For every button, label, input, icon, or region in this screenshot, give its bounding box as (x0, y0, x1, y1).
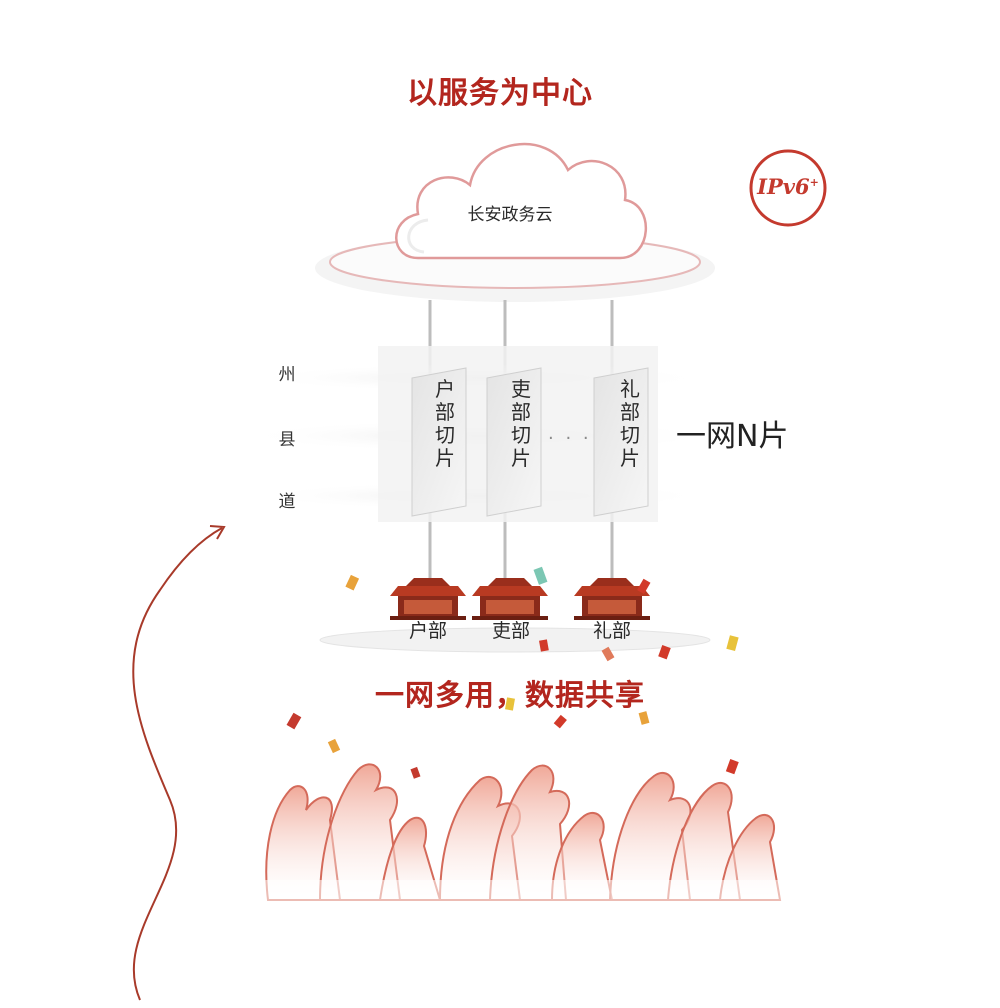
ipv6-badge-text: IPv6 (757, 174, 810, 199)
departments-platform (319, 627, 711, 653)
department-label-libu-personnel: 吏部 (491, 620, 530, 642)
slogan: 一网多用，数据共享 (374, 678, 645, 712)
ipv6-badge-plus: + (809, 176, 819, 189)
cloud-label: 长安政务云 (467, 205, 553, 225)
level-label-dao: 道 (278, 492, 296, 512)
level-label-zhou: 州 (278, 365, 296, 385)
one-net-n-slices-label: 一网N片 (676, 419, 789, 454)
level-label-xian: 县 (278, 430, 296, 450)
slice-label-libu-rites: 礼部切片 (620, 377, 640, 470)
slice-label-libu-personnel: 吏部切片 (511, 377, 531, 470)
confetti (286, 566, 739, 779)
department-label-libu-rites: 礼部 (592, 620, 631, 642)
ipv6-badge-icon (749, 149, 827, 227)
slices-ellipsis: · · · (548, 428, 592, 449)
slice-panels (411, 367, 649, 517)
page-title: 以服务为中心 (407, 76, 593, 111)
department-label-hubu: 户部 (408, 620, 447, 642)
palace-icon (390, 578, 650, 620)
hands-illustration (265, 763, 782, 901)
cloud-icon (315, 143, 715, 302)
ipv6-badge: IPv6+ (748, 148, 828, 228)
slice-label-hubu: 户部切片 (435, 377, 455, 470)
hands-fade (200, 880, 820, 1008)
curved-arrow-icon (132, 525, 226, 1001)
